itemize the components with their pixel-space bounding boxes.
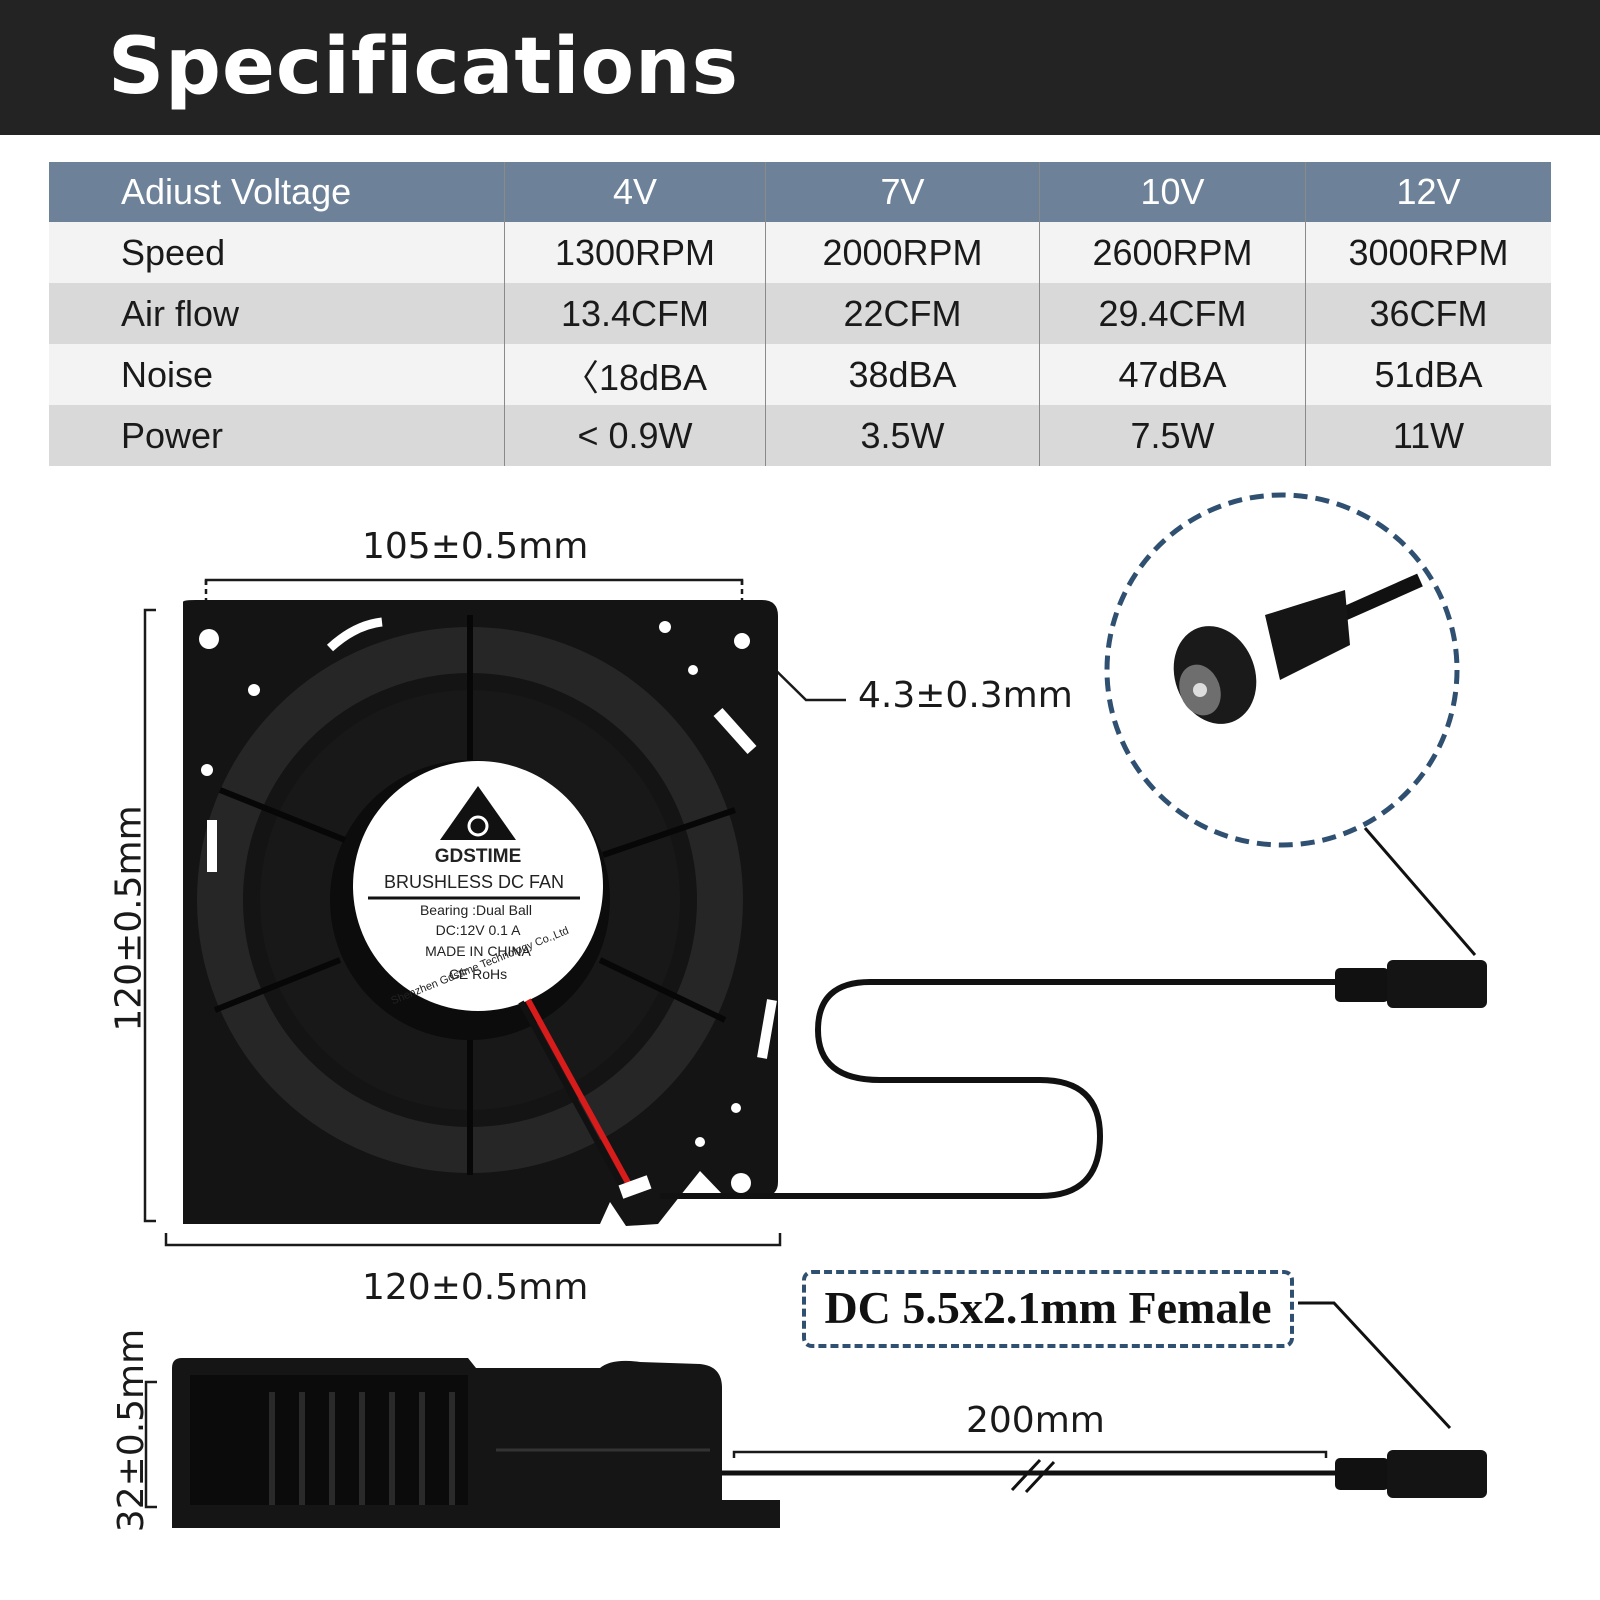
width-label: 120±0.5mm [362, 1267, 589, 1308]
fan-front-view [183, 600, 778, 1226]
row-label: Noise [49, 344, 505, 405]
table-cell: 11W [1305, 405, 1551, 466]
column-header: Adiust Voltage [49, 162, 505, 222]
connector-label: DC 5.5x2.1mm Female [802, 1270, 1294, 1348]
page-title: Specifications [108, 22, 739, 112]
table-row: Speed 1300RPM 2000RPM 2600RPM 3000RPM [49, 222, 1551, 283]
column-header: 10V [1039, 162, 1306, 222]
gdstime-logo [440, 786, 516, 840]
dc-jack-closeup [1173, 573, 1423, 724]
table-cell: 36CFM [1305, 283, 1551, 344]
connector-callout-circle [1104, 492, 1460, 848]
table-cell: 47dBA [1039, 344, 1306, 405]
fan-product: BRUSHLESS DC FAN [383, 872, 565, 892]
table-cell: 29.4CFM [1039, 283, 1306, 344]
fan-bearing: Bearing :Dual Ball [419, 902, 533, 918]
fan-side-view [172, 1358, 780, 1528]
row-label: Air flow [49, 283, 505, 344]
dc-plug-top [1335, 960, 1487, 1008]
table-cell: 38dBA [765, 344, 1040, 405]
thickness-label: 32±0.5mm [111, 1328, 153, 1533]
fan-label-disc [353, 761, 603, 1011]
table-cell: 51dBA [1305, 344, 1551, 405]
row-label: Power [49, 405, 505, 466]
column-header: 4V [504, 162, 766, 222]
cable [660, 979, 1340, 1199]
callout-leader [1363, 827, 1477, 956]
table-row: Power < 0.9W 3.5W 7.5W 11W [49, 405, 1551, 466]
fan-origin: MADE IN CHINA [425, 943, 531, 959]
cable-length-label: 200mm [966, 1400, 1105, 1441]
table-cell: 7.5W [1039, 405, 1306, 466]
table-cell: 3000RPM [1305, 222, 1551, 283]
column-header: 7V [765, 162, 1040, 222]
height-label: 120±0.5mm [108, 805, 150, 1032]
table-cell: 〈18dBA [504, 344, 766, 405]
label-leader [1298, 1301, 1452, 1430]
row-label: Speed [49, 222, 505, 283]
spec-table: Adiust Voltage 4V 7V 10V 12V Speed 1300R… [49, 162, 1551, 466]
hole-diameter-label: 4.3±0.3mm [858, 675, 1073, 716]
table-cell: 2600RPM [1039, 222, 1306, 283]
table-cell: 1300RPM [504, 222, 766, 283]
table-cell: < 0.9W [504, 405, 766, 466]
dc-plug-side [1335, 1450, 1487, 1498]
table-cell: 2000RPM [765, 222, 1040, 283]
header-bar: Specifications [0, 0, 1600, 135]
table-cell: 22CFM [765, 283, 1040, 344]
table-row: Air flow 13.4CFM 22CFM 29.4CFM 36CFM [49, 283, 1551, 344]
table-row: Noise 〈18dBA 38dBA 47dBA 51dBA [49, 344, 1551, 405]
column-header: 12V [1305, 162, 1551, 222]
hole-spacing-label: 105±0.5mm [362, 526, 589, 567]
fan-rating: DC:12V 0.1 A [435, 922, 521, 938]
table-cell: 3.5W [765, 405, 1040, 466]
table-cell: 13.4CFM [504, 283, 766, 344]
table-header-row: Adiust Voltage 4V 7V 10V 12V [49, 162, 1551, 222]
fan-certs: CE RoHs [448, 966, 508, 982]
fan-brand: GDSTIME [434, 846, 522, 867]
